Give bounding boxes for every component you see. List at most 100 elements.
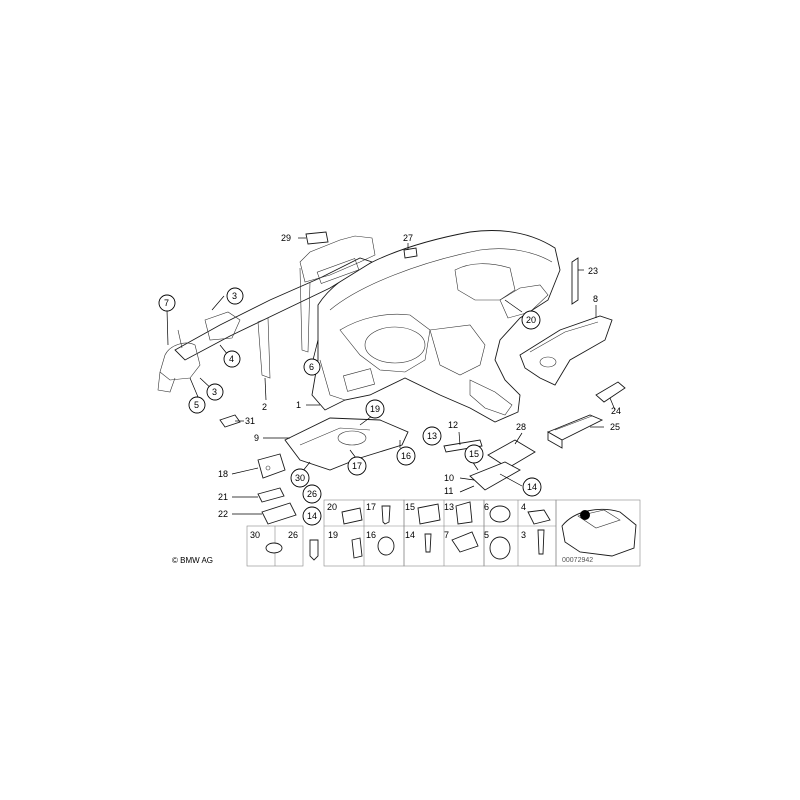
callout-1: 1 — [296, 400, 301, 410]
callout-6: 6 — [303, 358, 321, 376]
grid-label-16: 16 — [366, 530, 376, 540]
svg-text:26: 26 — [307, 489, 317, 499]
callout-5: 5 — [188, 396, 206, 414]
grid-label-3: 3 — [521, 530, 526, 540]
svg-text:19: 19 — [370, 404, 380, 414]
callout-4: 4 — [223, 350, 241, 368]
copyright-text: © BMW AG — [172, 556, 214, 565]
callout-13: 13 — [422, 426, 442, 446]
callout-29: 29 — [281, 233, 291, 243]
part-27 — [403, 247, 418, 259]
grid-label-4: 4 — [521, 502, 526, 512]
grid-label-19: 19 — [328, 530, 338, 540]
callout-20: 20 — [521, 310, 541, 330]
callout-19: 19 — [365, 399, 385, 419]
grid-part-7 — [451, 531, 479, 553]
svg-text:4: 4 — [229, 354, 234, 364]
part-12-strip — [443, 439, 483, 453]
callout-30: 30 — [290, 468, 310, 488]
svg-text:20: 20 — [526, 315, 536, 325]
grid-label-26: 26 — [288, 530, 298, 540]
grid-labels: 30 26 20 17 15 13 6 4 19 16 14 7 5 3 — [250, 502, 526, 540]
part-23 — [571, 257, 579, 305]
grid-part-26 — [309, 539, 319, 561]
callout-27: 27 — [403, 233, 413, 243]
callout-28: 28 — [516, 422, 526, 432]
svg-text:15: 15 — [469, 449, 479, 459]
grid-part-30 — [265, 542, 283, 554]
svg-text:30: 30 — [295, 473, 305, 483]
grid-part-5 — [489, 536, 511, 560]
callout-21: 21 — [218, 492, 228, 502]
callout-17: 17 — [347, 456, 367, 476]
callout-16-top: 16 — [396, 446, 416, 466]
grid-label-15: 15 — [405, 502, 415, 512]
part-22 — [261, 502, 297, 525]
part-10-compartment — [469, 461, 521, 491]
svg-text:14: 14 — [307, 511, 317, 521]
callout-9: 9 — [254, 433, 259, 443]
part-28 — [487, 439, 536, 469]
callout-8: 8 — [593, 294, 598, 304]
leader-lines — [166, 237, 616, 515]
part-21 — [257, 487, 285, 503]
callout-12: 12 — [448, 420, 458, 430]
callout-24: 24 — [611, 406, 621, 416]
svg-text:3: 3 — [212, 387, 217, 397]
callout-7: 7 — [158, 294, 176, 312]
part-25-tray — [546, 414, 604, 449]
grid-label-20: 20 — [327, 502, 337, 512]
document-number: 00072942 — [562, 557, 594, 564]
callout-18: 18 — [218, 469, 228, 479]
circled-callouts: 3 7 4 3 5 6 20 19 — [158, 287, 542, 526]
grid-label-14: 14 — [405, 530, 415, 540]
grid-part-19 — [351, 537, 363, 559]
fastener-grid — [246, 499, 641, 567]
glovebox-part-8 — [519, 315, 613, 386]
grid-part-15 — [417, 503, 441, 525]
svg-text:13: 13 — [427, 431, 437, 441]
callout-2: 2 — [262, 402, 267, 412]
grid-label-7: 7 — [444, 530, 449, 540]
svg-text:16: 16 — [401, 451, 411, 461]
svg-text:14: 14 — [527, 482, 537, 492]
callout-14-left: 14 — [302, 506, 322, 526]
callout-31: 31 — [245, 416, 255, 426]
callout-25: 25 — [610, 422, 620, 432]
grid-part-20 — [341, 507, 363, 525]
car-thumbnail — [561, 508, 637, 557]
grid-part-3 — [537, 529, 545, 555]
grid-label-30: 30 — [250, 530, 260, 540]
dashboard-panel — [311, 230, 561, 423]
callout-15: 15 — [464, 444, 484, 464]
svg-text:17: 17 — [352, 461, 362, 471]
cross-car-beam — [157, 235, 376, 393]
grid-part-14 — [424, 533, 432, 553]
svg-text:6: 6 — [309, 362, 314, 372]
callout-22: 22 — [218, 509, 228, 519]
part-29 — [305, 231, 329, 245]
callout-11: 11 — [444, 486, 453, 496]
grid-label-5: 5 — [484, 530, 489, 540]
grid-label-6: 6 — [484, 502, 489, 512]
part-31 — [219, 414, 241, 428]
part-24 — [595, 381, 626, 403]
callout-10: 10 — [444, 473, 454, 483]
grid-part-4 — [527, 509, 551, 525]
svg-text:3: 3 — [232, 291, 237, 301]
grid-part-13 — [455, 501, 473, 525]
grid-part-6 — [489, 505, 511, 523]
grid-part-17 — [381, 505, 391, 525]
callout-3-bottom: 3 — [206, 383, 224, 401]
knee-panel-part-9 — [284, 417, 409, 471]
part-18 — [257, 453, 286, 479]
grid-label-13: 13 — [444, 502, 454, 512]
svg-text:7: 7 — [164, 298, 169, 308]
callout-labels: 29 27 23 8 2 1 31 9 12 28 25 24 18 10 11… — [218, 233, 621, 519]
svg-text:5: 5 — [194, 400, 199, 410]
callout-14-right: 14 — [522, 477, 542, 497]
callout-26: 26 — [302, 484, 322, 504]
grid-part-16 — [377, 536, 395, 556]
callout-23: 23 — [588, 266, 598, 276]
